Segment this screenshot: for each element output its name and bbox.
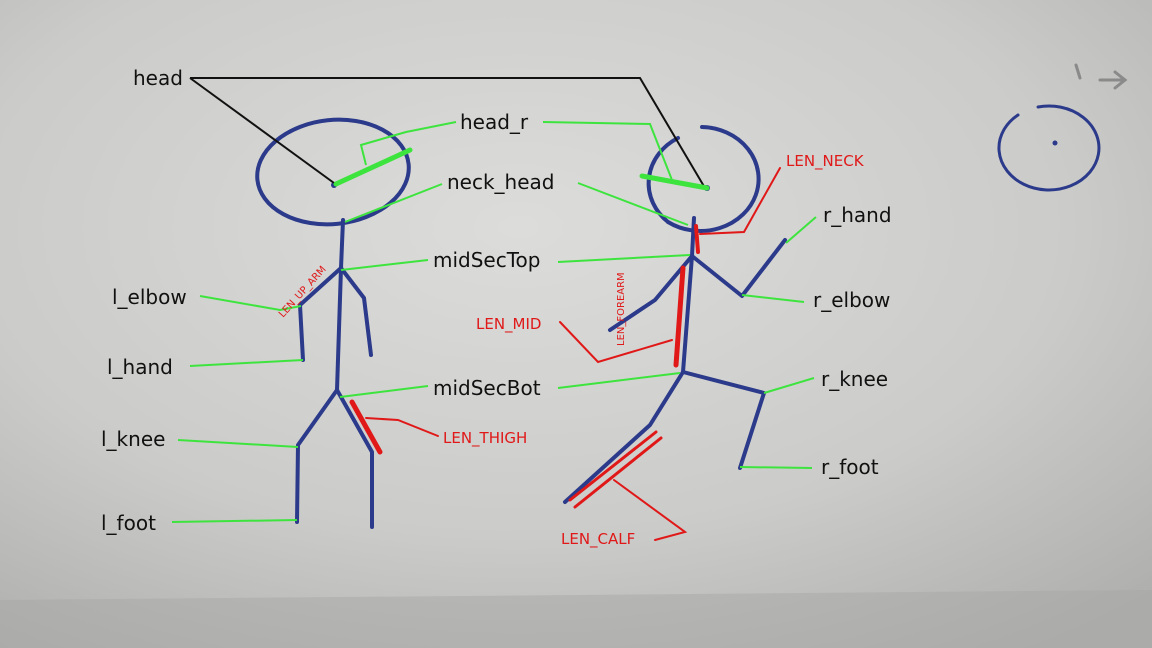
midsecbot-line-left bbox=[339, 385, 429, 398]
neck-head-line-right bbox=[577, 182, 689, 226]
small-circle-figure bbox=[997, 104, 1101, 192]
red-length-marks bbox=[349, 167, 781, 541]
len-neck-leader bbox=[699, 167, 781, 235]
r-knee-line bbox=[763, 377, 815, 394]
label-l-knee: l_knee bbox=[101, 427, 165, 451]
label-head: head bbox=[133, 66, 183, 90]
label-len-thigh: LEN_THIGH bbox=[443, 429, 527, 448]
right-leg-back bbox=[563, 370, 685, 504]
right-arm-back bbox=[608, 254, 694, 332]
neck-head-line-left bbox=[344, 183, 443, 223]
l-hand-line bbox=[189, 359, 304, 367]
label-head-r: head_r bbox=[460, 110, 529, 134]
label-midsectop: midSecTop bbox=[433, 248, 540, 272]
l-knee-line bbox=[177, 439, 299, 448]
len-thigh-leader bbox=[365, 417, 439, 437]
head-radius-left bbox=[333, 147, 413, 187]
faint-arrow-marks bbox=[1074, 63, 1128, 90]
len-mid-leader bbox=[559, 321, 673, 364]
len-calf-mark-1 bbox=[573, 436, 663, 509]
left-arm-left bbox=[298, 266, 343, 362]
paper-shadow bbox=[0, 590, 1152, 648]
head-r-line-right bbox=[542, 121, 673, 181]
label-l-hand: l_hand bbox=[107, 355, 173, 379]
head-line-left bbox=[189, 77, 335, 184]
head-line-right bbox=[190, 77, 706, 189]
len-calf-leader bbox=[613, 479, 688, 541]
label-r-elbow: r_elbow bbox=[813, 288, 890, 312]
left-arm-right bbox=[339, 266, 373, 357]
len-calf-mark-2 bbox=[568, 430, 658, 502]
r-foot-line bbox=[739, 466, 813, 469]
len-neck-mark bbox=[694, 224, 700, 254]
r-hand-line bbox=[785, 216, 817, 244]
left-leg-left bbox=[295, 388, 339, 524]
label-neck-head: neck_head bbox=[447, 170, 555, 194]
small-circle-dot bbox=[1052, 140, 1058, 146]
midsecbot-line-right bbox=[557, 372, 681, 389]
head-connector-lines bbox=[189, 77, 706, 189]
head-radius-right bbox=[639, 173, 710, 191]
r-elbow-line bbox=[741, 294, 805, 303]
label-midsecbot: midSecBot bbox=[433, 376, 541, 400]
left-leg-right bbox=[335, 388, 374, 529]
label-r-knee: r_knee bbox=[821, 367, 888, 391]
head-radius-marks bbox=[333, 147, 710, 191]
label-l-elbow: l_elbow bbox=[112, 285, 187, 309]
label-len-calf: LEN_CALF bbox=[561, 530, 635, 549]
small-circle bbox=[997, 104, 1101, 192]
head-r-line-left bbox=[359, 121, 457, 166]
label-len-mid: LEN_MID bbox=[476, 315, 541, 334]
label-len-neck: LEN_NECK bbox=[786, 152, 865, 171]
len-thigh-mark bbox=[349, 399, 383, 455]
midsectop-line-left bbox=[340, 259, 429, 271]
l-foot-line bbox=[171, 519, 298, 523]
left-head-circle bbox=[255, 117, 411, 227]
joint-labels: head head_r neck_head midSecTop l_elbow … bbox=[101, 66, 892, 535]
label-r-foot: r_foot bbox=[821, 455, 879, 479]
l-elbow-line bbox=[199, 295, 302, 312]
label-r-hand: r_hand bbox=[823, 203, 892, 227]
label-l-foot: l_foot bbox=[101, 511, 156, 535]
label-len-forearm: LEN_FOREARM bbox=[616, 272, 627, 346]
left-figure bbox=[255, 117, 411, 529]
midsectop-line-right bbox=[557, 254, 691, 263]
green-connector-lines bbox=[171, 121, 817, 523]
len-mid-mark bbox=[673, 265, 686, 368]
